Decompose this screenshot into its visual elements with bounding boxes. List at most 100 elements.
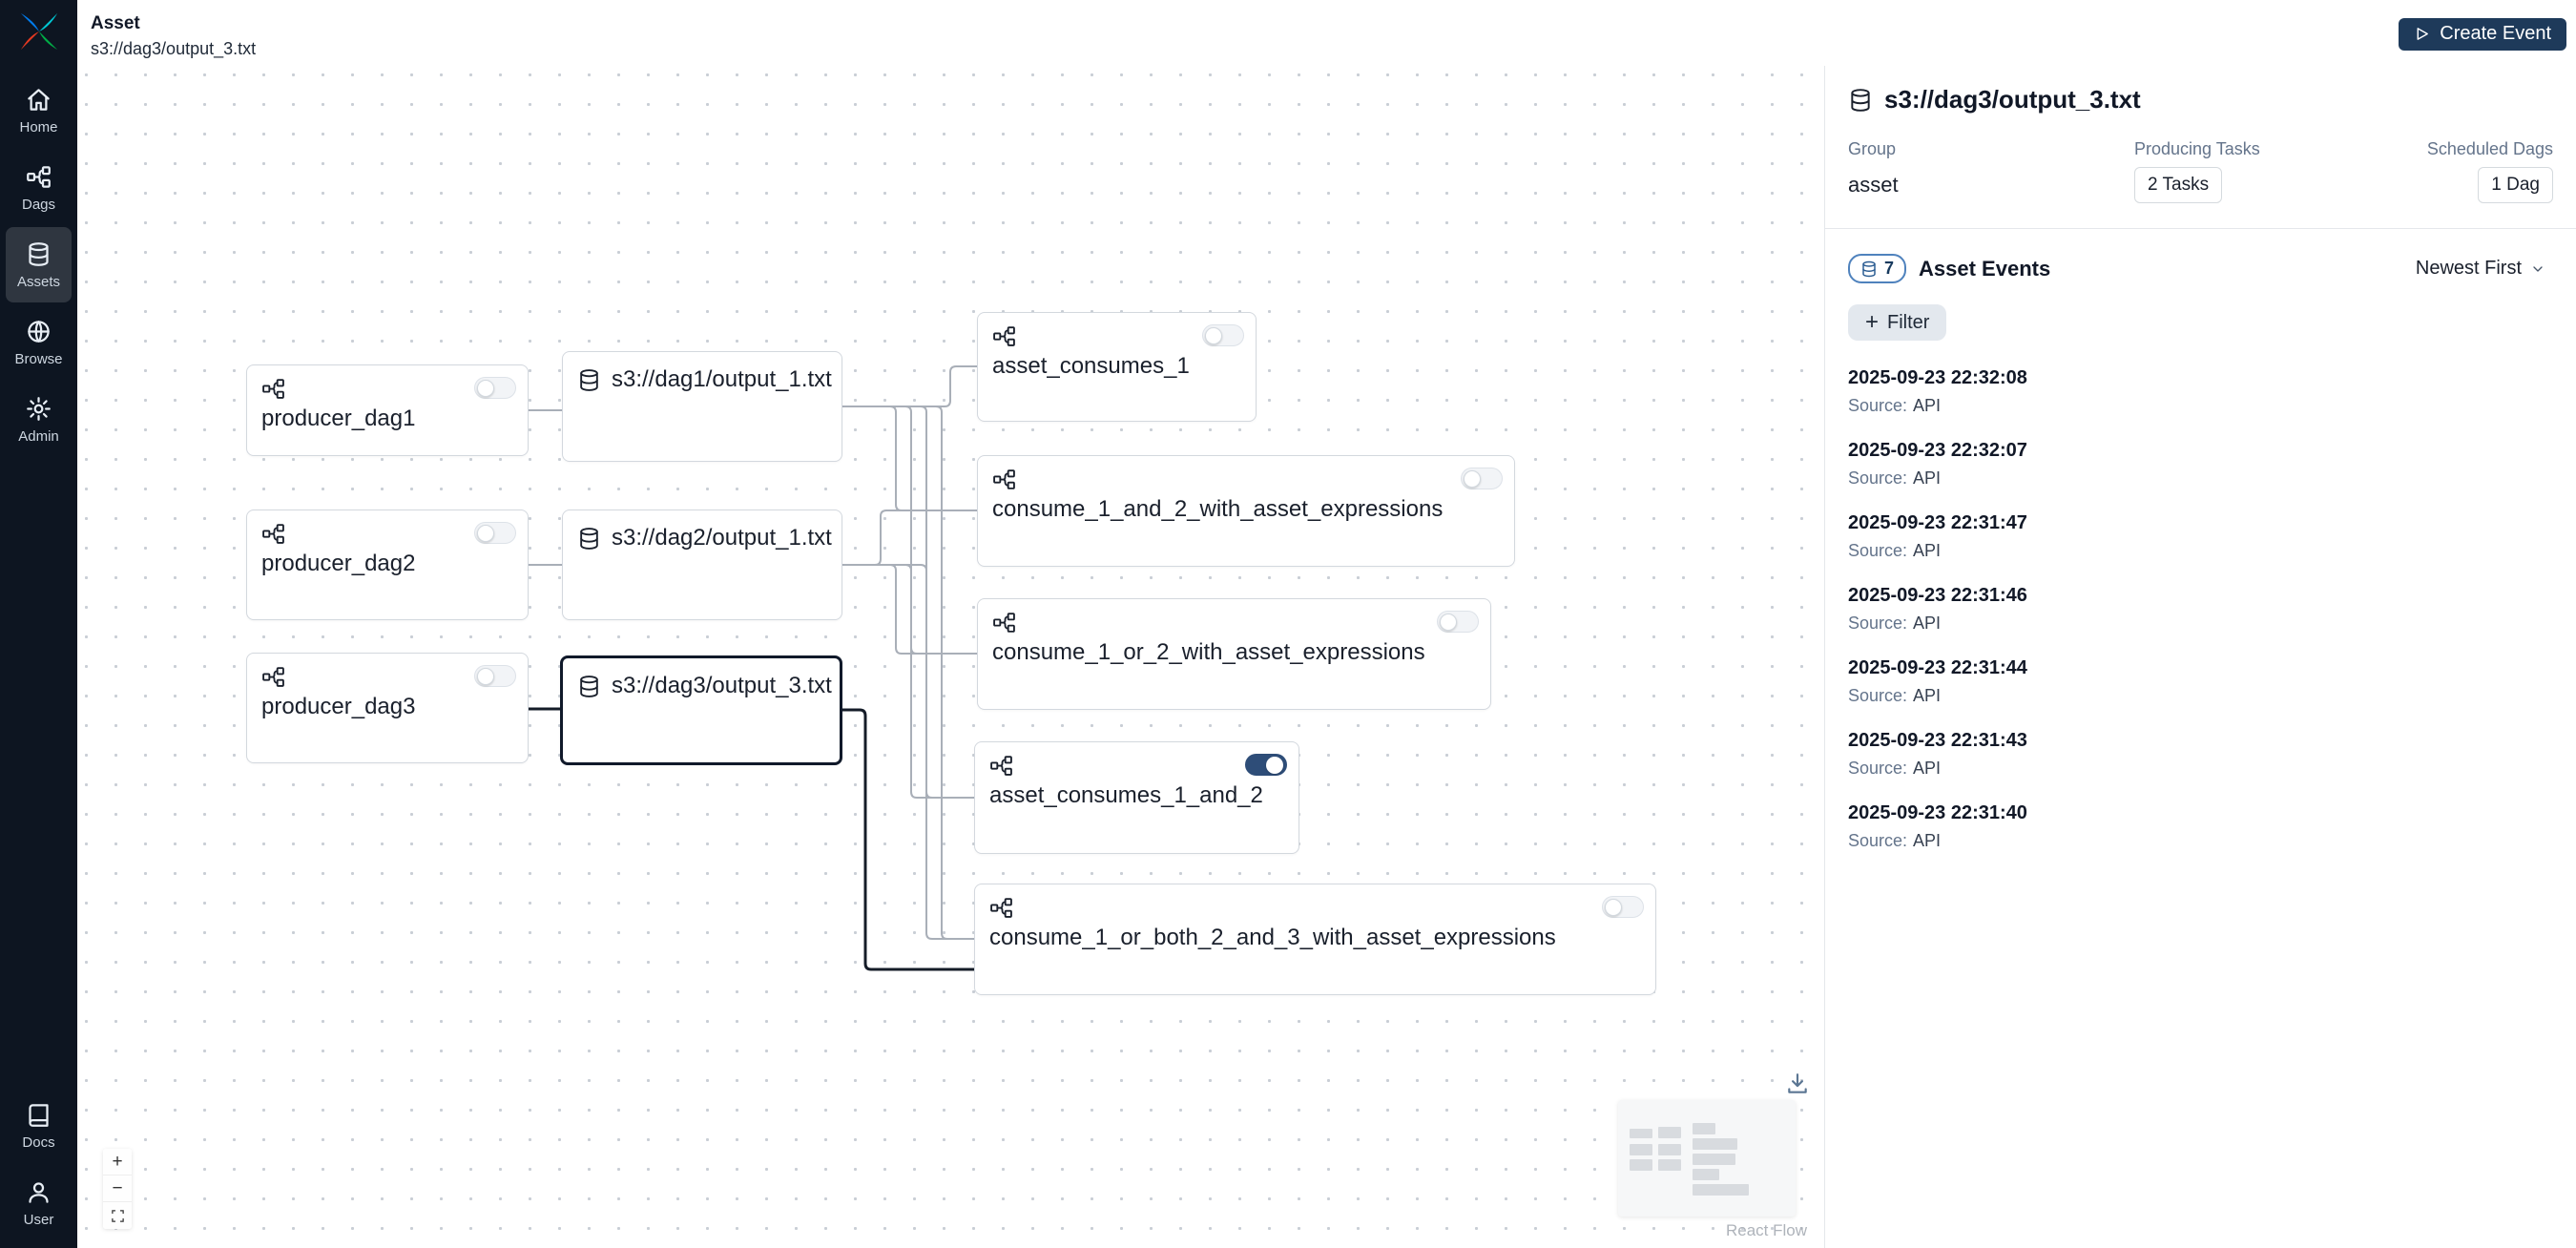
- producing-tasks-label: Producing Tasks: [2134, 139, 2260, 158]
- graph-node-consume-1-and-2[interactable]: consume_1_and_2_with_asset_expressions: [977, 455, 1515, 567]
- event-timestamp: 2025-09-23 22:31:47: [1848, 512, 2027, 533]
- create-event-label: Create Event: [2440, 23, 2551, 44]
- zoom-in-button[interactable]: +: [103, 1149, 132, 1175]
- database-icon: [577, 527, 601, 551]
- sidebar: Home Dags Assets Browse: [0, 0, 77, 1248]
- events-count-badge: 7: [1848, 254, 1907, 283]
- chevron-down-icon: [2533, 265, 2543, 272]
- dag-graph-icon: [26, 164, 52, 190]
- dag-icon: [261, 377, 285, 401]
- database-icon: [577, 368, 601, 392]
- dag-pause-toggle[interactable]: [474, 377, 516, 399]
- asset-event-row[interactable]: 2025-09-23 22:31:43 Source:API: [1848, 730, 2553, 779]
- sidebar-item-dags[interactable]: Dags: [6, 150, 72, 225]
- asset-event-row[interactable]: 2025-09-23 22:32:07 Source:API: [1848, 440, 2553, 489]
- panel-asset-title: s3://dag3/output_3.txt: [1884, 85, 2141, 114]
- sidebar-item-user[interactable]: User: [6, 1165, 72, 1240]
- globe-icon: [26, 319, 52, 344]
- plus-icon: +: [112, 1151, 123, 1172]
- graph-node-asset-dag1-output1[interactable]: s3://dag1/output_1.txt: [562, 351, 842, 462]
- asset-event-row[interactable]: 2025-09-23 22:31:46 Source:API: [1848, 585, 2553, 634]
- event-source-label: Source:: [1848, 396, 1908, 415]
- dag-pause-toggle[interactable]: [1245, 754, 1287, 776]
- sidebar-item-label: Assets: [16, 274, 60, 290]
- react-flow-attribution: React Flow: [1725, 1221, 1807, 1239]
- dag-pause-toggle[interactable]: [1437, 611, 1479, 633]
- zoom-out-button[interactable]: −: [103, 1175, 132, 1202]
- create-event-button[interactable]: Create Event: [2399, 17, 2566, 51]
- sidebar-item-assets[interactable]: Assets: [6, 227, 72, 302]
- graph-node-consume-1-or-2[interactable]: consume_1_or_2_with_asset_expressions: [977, 598, 1491, 710]
- event-timestamp: 2025-09-23 22:32:07: [1848, 440, 2027, 461]
- asset-event-row[interactable]: 2025-09-23 22:31:47 Source:API: [1848, 512, 2553, 561]
- graph-node-asset-consumes-1[interactable]: asset_consumes_1: [977, 312, 1257, 422]
- node-label: consume_1_or_both_2_and_3_with_asset_exp…: [989, 925, 1556, 950]
- producing-tasks-badge[interactable]: 2 Tasks: [2134, 167, 2223, 203]
- fit-view-button[interactable]: [103, 1202, 132, 1229]
- asset-event-row[interactable]: 2025-09-23 22:31:40 Source:API: [1848, 802, 2553, 851]
- event-timestamp: 2025-09-23 22:31:43: [1848, 730, 2027, 751]
- event-source-value: API: [1913, 686, 1942, 705]
- dag-pause-toggle[interactable]: [474, 522, 516, 544]
- event-timestamp: 2025-09-23 22:31:44: [1848, 657, 2027, 678]
- event-source-value: API: [1913, 759, 1942, 778]
- node-label: producer_dag3: [261, 694, 416, 719]
- home-icon: [26, 87, 52, 113]
- graph-node-asset-dag2-output1[interactable]: s3://dag2/output_1.txt: [562, 510, 842, 620]
- node-label: asset_consumes_1_and_2: [989, 782, 1263, 808]
- dag-pause-toggle[interactable]: [1202, 324, 1244, 346]
- graph-node-producer-dag2[interactable]: producer_dag2: [246, 510, 529, 620]
- sidebar-item-admin[interactable]: Admin: [6, 382, 72, 457]
- graph-minimap[interactable]: [1618, 1100, 1796, 1217]
- graph-node-asset-dag3-output3-selected[interactable]: s3://dag3/output_3.txt: [560, 655, 842, 765]
- database-icon: [1862, 260, 1876, 277]
- node-label: producer_dag2: [261, 551, 416, 576]
- graph-node-producer-dag3[interactable]: producer_dag3: [246, 653, 529, 763]
- dag-pause-toggle[interactable]: [474, 665, 516, 687]
- dag-pause-toggle[interactable]: [1461, 468, 1503, 489]
- panel-divider: [1825, 228, 2576, 229]
- asset-events-header: 7 Asset Events Newest First: [1848, 252, 2553, 285]
- node-label: s3://dag2/output_1.txt: [612, 525, 832, 551]
- dag-icon: [261, 522, 285, 546]
- download-icon: [1788, 1073, 1807, 1093]
- toggle-knob: [1440, 613, 1457, 631]
- sort-order-select[interactable]: Newest First: [2408, 252, 2553, 285]
- sidebar-item-docs[interactable]: Docs: [6, 1088, 72, 1163]
- event-source-label: Source:: [1848, 468, 1908, 488]
- sort-order-value: Newest First: [2415, 258, 2522, 279]
- node-label: s3://dag1/output_1.txt: [612, 366, 832, 392]
- page-header-titles: Asset s3://dag3/output_3.txt: [91, 8, 256, 59]
- sidebar-bottom: Docs User: [0, 1086, 77, 1248]
- sidebar-nav: Home Dags Assets Browse: [0, 71, 77, 459]
- graph-canvas[interactable]: producer_dag1 s3://dag1/output_1.txt pro…: [77, 66, 1824, 1248]
- toggle-knob: [1266, 756, 1283, 774]
- event-source-value: API: [1913, 614, 1942, 633]
- dag-icon: [992, 324, 1016, 348]
- sidebar-item-label: Admin: [18, 428, 59, 445]
- graph-node-asset-consumes-1-and-2[interactable]: asset_consumes_1_and_2: [974, 741, 1299, 854]
- toggle-knob: [477, 379, 494, 397]
- sidebar-item-label: Browse: [14, 351, 63, 367]
- scheduled-dags-badge[interactable]: 1 Dag: [2478, 167, 2553, 203]
- group-value: asset: [1848, 173, 1899, 197]
- dag-icon: [992, 468, 1016, 491]
- dag-icon: [989, 896, 1013, 920]
- asset-event-row[interactable]: 2025-09-23 22:32:08 Source:API: [1848, 367, 2553, 416]
- graph-node-producer-dag1[interactable]: producer_dag1: [246, 364, 529, 456]
- sidebar-item-label: Dags: [21, 197, 56, 213]
- sidebar-item-browse[interactable]: Browse: [6, 304, 72, 380]
- event-timestamp: 2025-09-23 22:31:40: [1848, 802, 2027, 823]
- event-source-label: Source:: [1848, 541, 1908, 560]
- group-label: Group: [1848, 139, 1897, 158]
- graph-node-consume-1-or-both-2-and-3[interactable]: consume_1_or_both_2_and_3_with_asset_exp…: [974, 884, 1656, 995]
- asset-event-row[interactable]: 2025-09-23 22:31:44 Source:API: [1848, 657, 2553, 706]
- toggle-knob: [477, 524, 494, 542]
- page-header: Asset s3://dag3/output_3.txt Create Even…: [77, 0, 2576, 66]
- scheduled-dags-label: Scheduled Dags: [2426, 139, 2553, 158]
- airflow-logo[interactable]: [17, 10, 61, 53]
- sidebar-item-home[interactable]: Home: [6, 73, 72, 148]
- filter-button[interactable]: + Filter: [1848, 304, 1947, 341]
- download-image-button[interactable]: [1784, 1071, 1811, 1098]
- dag-pause-toggle[interactable]: [1602, 896, 1644, 918]
